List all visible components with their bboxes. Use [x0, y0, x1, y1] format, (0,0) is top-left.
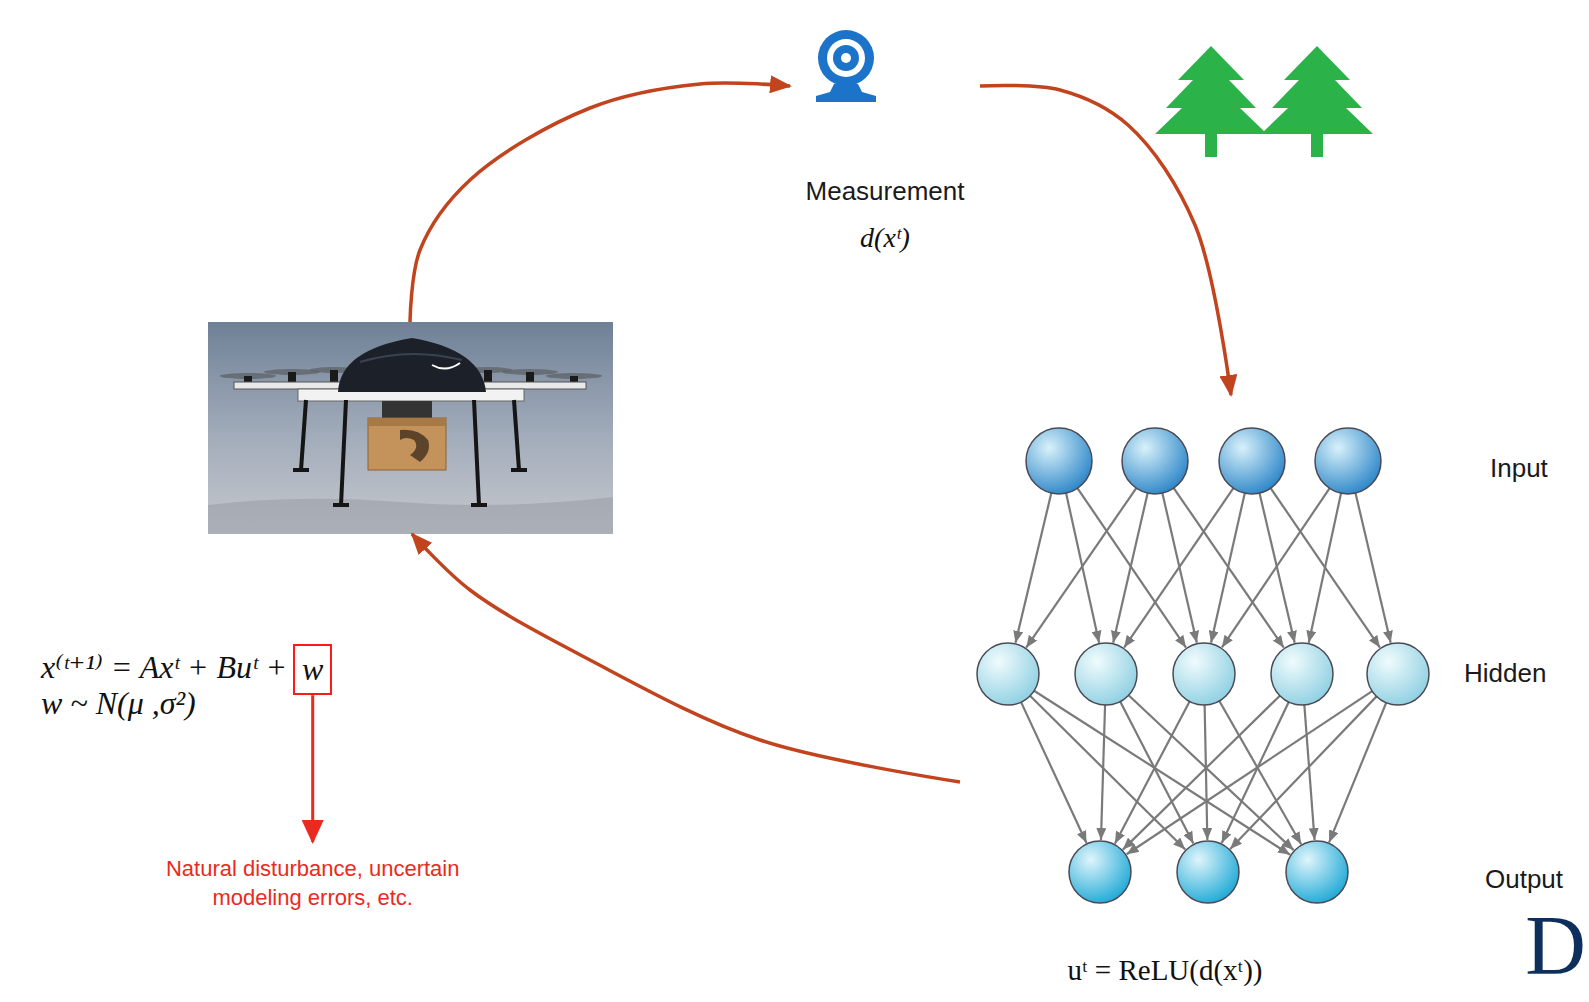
input-neuron-group — [1026, 428, 1381, 494]
measurement-formula: d(xᵗ) — [790, 221, 980, 255]
hidden-neuron — [977, 643, 1039, 705]
drone-leg — [514, 400, 519, 470]
disturbance-note: Natural disturbance, uncertain modeling … — [158, 855, 468, 912]
network-arrow — [1078, 488, 1186, 647]
network-arrow — [1219, 701, 1301, 844]
input-neuron — [1315, 428, 1381, 494]
drone-rotor — [484, 370, 492, 382]
input-neuron — [1026, 428, 1092, 494]
camera-icon — [841, 53, 851, 63]
measurement-node: Measurement d(xᵗ) — [790, 26, 980, 259]
drone-leg — [474, 400, 479, 505]
neural-network-node: InputHiddenOutput — [960, 395, 1580, 995]
noise-distribution: w ~ N(μ ,σ²) — [41, 686, 196, 721]
drone-photo — [400, 430, 429, 462]
logo-letter: D — [1525, 900, 1586, 992]
drone-photo — [382, 401, 432, 419]
layer-name: Hidden — [1464, 658, 1546, 689]
layer-name: Output — [1485, 864, 1563, 895]
camera-icon — [816, 84, 876, 102]
output-neuron — [1069, 841, 1131, 903]
hidden-neuron-group — [977, 643, 1429, 705]
neural-network-figure — [977, 428, 1429, 903]
drone-photo — [368, 418, 446, 426]
sensor-name: Measurement — [790, 176, 980, 207]
network-arrow — [1124, 488, 1233, 647]
network-arrow — [1329, 703, 1386, 843]
network-arrow — [1230, 696, 1376, 849]
drone-leg — [293, 400, 527, 505]
camera-icon — [816, 30, 876, 102]
output-neuron — [1177, 841, 1239, 903]
drone-leg — [333, 503, 349, 507]
tree-icon — [1155, 46, 1373, 157]
feedback-arrow — [980, 85, 1231, 395]
drone-leg — [341, 400, 346, 505]
drone-photo — [208, 322, 613, 534]
network-arrow — [1101, 705, 1105, 840]
network-arrow — [1271, 488, 1380, 647]
output-neuron-group — [1069, 841, 1348, 903]
hidden-neuron — [1367, 643, 1429, 705]
network-arrow — [1309, 493, 1341, 642]
drone-leg — [511, 468, 527, 472]
drone-photo — [368, 418, 446, 470]
tree-icon — [1155, 46, 1267, 157]
network-arrow — [1021, 702, 1086, 843]
hidden-neuron — [1075, 643, 1137, 705]
network-arrow — [1356, 493, 1391, 643]
drone-rotor — [330, 370, 338, 382]
input-neuron — [1122, 428, 1188, 494]
connector-group — [410, 83, 1231, 782]
callout-arrow — [311, 695, 314, 842]
hidden-neuron — [1173, 643, 1235, 705]
drone-photo — [208, 497, 613, 534]
drone-photo — [338, 338, 486, 392]
control-law: uᵗ = ReLU(d(xᵗ)) — [1068, 954, 1263, 987]
drone-photo — [208, 322, 613, 534]
hidden-neuron — [1271, 643, 1333, 705]
drone-leg — [301, 400, 306, 470]
dynamics-equation: x⁽ᵗ⁺¹⁾ = Axᵗ + Buᵗ + — [41, 650, 287, 685]
network-arrow — [1205, 705, 1208, 840]
feedback-arrow — [410, 83, 790, 322]
feedback-arrow — [412, 534, 960, 782]
camera-icon — [818, 30, 874, 86]
camera-icon — [827, 39, 865, 77]
drone-leg — [293, 468, 309, 472]
drone-photo — [360, 354, 462, 362]
input-neuron — [1219, 428, 1285, 494]
tree-icon — [1261, 46, 1373, 157]
network-arrow — [1026, 488, 1136, 648]
drone-photo — [432, 363, 460, 369]
network-arrow — [1304, 705, 1314, 840]
network-arrow — [1174, 488, 1284, 648]
layer-name: Input — [1490, 453, 1548, 484]
camera-icon — [833, 45, 859, 71]
drone-node — [208, 322, 613, 534]
drone-leg — [471, 503, 487, 507]
disturbance-term: w — [293, 644, 332, 695]
network-arrow — [1066, 493, 1099, 643]
output-neuron — [1286, 841, 1348, 903]
